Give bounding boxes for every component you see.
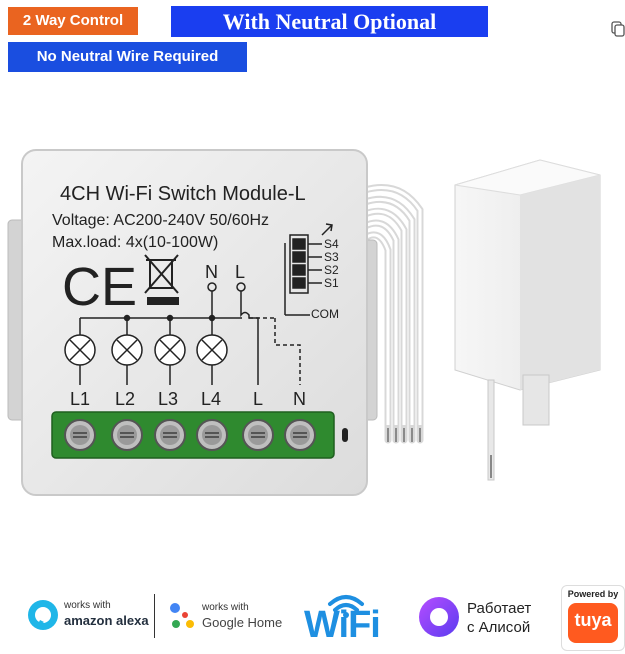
terminal-label-l1: L1 <box>70 389 90 409</box>
google-works-with: works with <box>202 602 249 613</box>
alexa-brand: amazon alexa <box>64 613 149 628</box>
ce-mark: CE <box>62 257 137 317</box>
logo-divider <box>154 594 155 638</box>
capacitor-module <box>454 159 601 481</box>
wifi-icon <box>328 595 364 618</box>
wiring-diagram <box>79 291 301 385</box>
two-way-control-badge: 2 Way Control <box>8 7 138 35</box>
terminal-label-n: N <box>293 389 306 409</box>
tuya-badge: Powered by tuya <box>561 585 625 651</box>
com-label: COM <box>311 307 339 321</box>
l-label: L <box>235 262 245 282</box>
tuya-brand: tuya <box>568 603 618 643</box>
module-voltage: Voltage: AC200-240V 50/60Hz <box>52 212 269 229</box>
terminal-label-l4: L4 <box>201 389 221 409</box>
tuya-powered-by: Powered by <box>567 589 619 599</box>
compatibility-logos: works with amazon alexa works with Googl… <box>0 580 625 651</box>
no-neutral-badge: No Neutral Wire Required <box>8 42 247 72</box>
switch-inputs-diagram <box>284 223 333 316</box>
alice-icon <box>419 597 459 637</box>
module-max-load: Max.load: 4x(10-100W) <box>52 234 218 251</box>
switch-label-s1: S1 <box>324 276 339 290</box>
alice-line-1: Работает <box>467 600 532 617</box>
neutral-optional-badge: With Neutral Optional <box>171 6 488 37</box>
google-brand: Google Home <box>202 615 283 630</box>
terminal-label-l: L <box>253 389 263 409</box>
module-title: 4CH Wi-Fi Switch Module-L <box>60 183 306 205</box>
copy-icon[interactable] <box>609 14 625 42</box>
alice-line-2: с Алисой <box>467 619 531 636</box>
switch-label-s3: S3 <box>324 250 339 264</box>
terminal-label-l3: L3 <box>158 389 178 409</box>
alexa-works-with: works with <box>64 600 111 611</box>
switch-module-body <box>21 149 368 496</box>
switch-label-s2: S2 <box>324 263 339 277</box>
lamp-symbols <box>64 334 228 366</box>
switch-label-s4: S4 <box>324 237 339 251</box>
terminal-label-l2: L2 <box>115 389 135 409</box>
terminal-screws <box>64 419 316 451</box>
product-illustration: 4CH Wi-Fi Switch Module-L Voltage: AC200… <box>7 149 601 496</box>
weee-bin-icon <box>144 254 179 305</box>
alexa-icon <box>28 600 58 630</box>
n-label: N <box>205 262 218 282</box>
google-assistant-icon <box>170 603 194 628</box>
wifi-wordmark: WiFi <box>304 604 381 646</box>
